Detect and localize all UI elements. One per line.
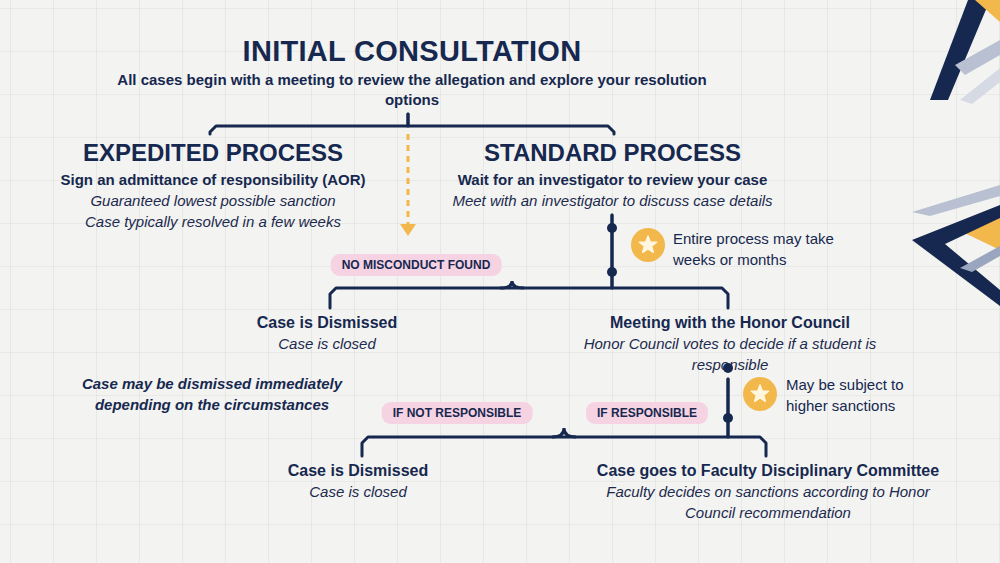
star-circle — [743, 377, 777, 411]
detail-text: Case is closed — [258, 481, 458, 502]
process-heading: EXPEDITED PROCESS — [38, 138, 388, 168]
star-circle — [631, 228, 665, 262]
star-icon — [639, 236, 656, 252]
step-text: Sign an admittance of responsibility (AO… — [38, 170, 388, 190]
dashed-arrow — [407, 134, 410, 226]
detail-text: Honor Council votes to decide if a stude… — [545, 333, 915, 375]
outcome-block: Case is DismissedCase is closed — [258, 460, 458, 502]
process-block: EXPEDITED PROCESSSign an admittance of r… — [38, 138, 388, 232]
step-text: Wait for an investigator to review your … — [420, 170, 805, 190]
edge-label: IF RESPONSIBLE — [586, 402, 708, 424]
outcome-heading: Case goes to Faculty Disciplinary Commit… — [596, 460, 940, 481]
detail-text: Case is closed — [227, 333, 427, 354]
outcome-heading: Case is Dismissed — [258, 460, 458, 481]
star-callout — [631, 228, 665, 262]
detail-text: Case typically resolved in a few weeks — [38, 211, 388, 232]
outcome-heading: Case is Dismissed — [227, 312, 427, 333]
bracket-connector — [408, 114, 614, 134]
outcome-block: Meeting with the Honor CouncilHonor Coun… — [545, 312, 915, 375]
process-heading: STANDARD PROCESS — [420, 138, 805, 168]
bracket-connector — [362, 379, 728, 456]
edge-label: NO MISCONDUCT FOUND — [331, 254, 502, 276]
edge-label: IF NOT RESPONSIBLE — [382, 402, 533, 424]
deco-chevron — [960, 246, 1000, 272]
outcome-heading: Meeting with the Honor Council — [545, 312, 915, 333]
deco-chevron — [912, 205, 1000, 306]
star-callout — [743, 377, 777, 411]
outcome-block: Case goes to Faculty Disciplinary Commit… — [596, 460, 940, 523]
bracket-connector — [330, 215, 612, 308]
start-heading: INITIAL CONSULTATIONAll cases begin with… — [112, 34, 712, 110]
callout-note: May be subject to higher sanctions — [786, 374, 936, 416]
deco-triangle — [975, 0, 1000, 22]
bracket-connector — [728, 379, 766, 456]
bracket-connector — [210, 114, 408, 134]
detail-text: Guaranteed lowest possible sanction — [38, 190, 388, 211]
deco-chevron — [955, 40, 1000, 75]
side-note: Case may be dismissed immediately depend… — [52, 373, 372, 415]
subheading: All cases begin with a meeting to review… — [112, 70, 712, 110]
process-block: STANDARD PROCESSWait for an investigator… — [420, 138, 805, 211]
detail-text: Meet with an investigator to discuss cas… — [420, 190, 805, 211]
heading: INITIAL CONSULTATION — [112, 34, 712, 68]
outcome-block: Case is DismissedCase is closed — [227, 312, 427, 354]
arrow-head — [400, 224, 416, 236]
deco-chevron — [960, 68, 1000, 104]
detail-text: Faculty decides on sanctions according t… — [596, 481, 940, 523]
callout-note: Entire process may take weeks or months — [673, 228, 853, 270]
star-icon — [751, 385, 768, 401]
